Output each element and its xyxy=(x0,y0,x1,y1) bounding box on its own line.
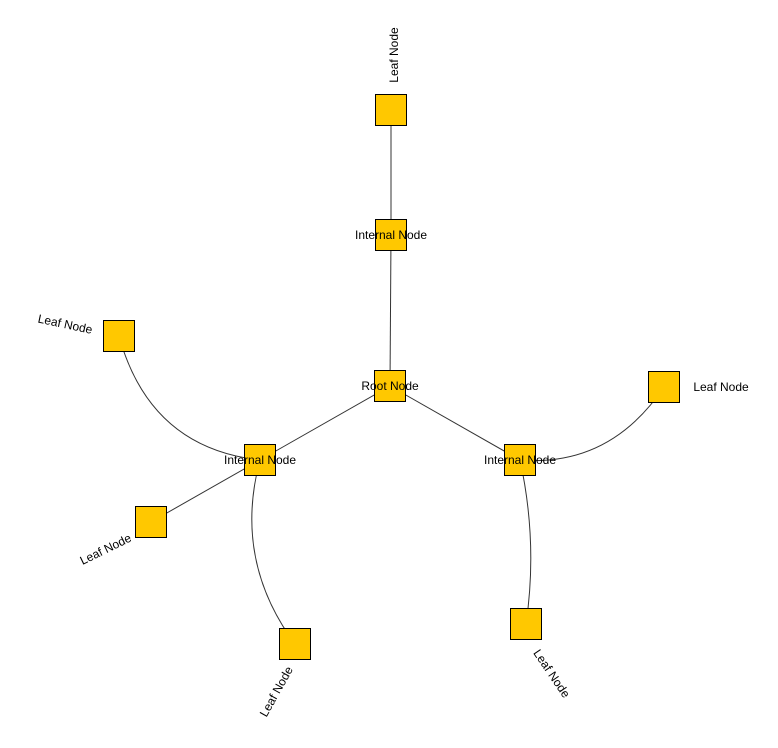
node-label-internal-right: Internal Node xyxy=(484,453,556,467)
edge-internal-right-leaf-bottom-right xyxy=(519,459,532,625)
edge-internal-left-leaf-lower-left xyxy=(150,459,261,523)
node-label-internal-left: Internal Node xyxy=(224,453,296,467)
node-label-leaf-bottom-center: Leaf Node xyxy=(257,664,296,720)
node-leaf-right[interactable] xyxy=(648,371,680,403)
edge-internal-top-root xyxy=(389,234,392,387)
edge-internal-right-leaf-right xyxy=(519,386,665,462)
node-internal-top[interactable] xyxy=(375,219,407,251)
node-leaf-bottom-right[interactable] xyxy=(510,608,542,640)
node-label-leaf-bottom-right: Leaf Node xyxy=(530,647,573,701)
node-label-leaf-lower-left: Leaf Node xyxy=(78,531,134,568)
edges-layer xyxy=(118,110,665,645)
node-internal-left[interactable] xyxy=(244,444,276,476)
node-label-root: Root Node xyxy=(361,379,419,393)
node-label-leaf-right: Leaf Node xyxy=(693,380,749,394)
node-root[interactable] xyxy=(374,370,406,402)
node-label-leaf-upper-left: Leaf Node xyxy=(37,312,94,337)
node-leaf-lower-left[interactable] xyxy=(135,506,167,538)
edge-root-internal-left xyxy=(259,385,391,461)
edge-internal-left-leaf-upper-left xyxy=(118,335,261,461)
node-label-internal-top: Internal Node xyxy=(355,228,427,242)
edge-root-internal-right xyxy=(389,385,521,461)
node-leaf-upper-left[interactable] xyxy=(103,320,135,352)
node-leaf-top[interactable] xyxy=(375,94,407,126)
nodes-layer xyxy=(103,94,680,660)
node-leaf-bottom-center[interactable] xyxy=(279,628,311,660)
edge-internal-left-leaf-bottom-center xyxy=(251,459,296,645)
node-internal-right[interactable] xyxy=(504,444,536,476)
node-label-leaf-top: Leaf Node xyxy=(387,27,401,83)
